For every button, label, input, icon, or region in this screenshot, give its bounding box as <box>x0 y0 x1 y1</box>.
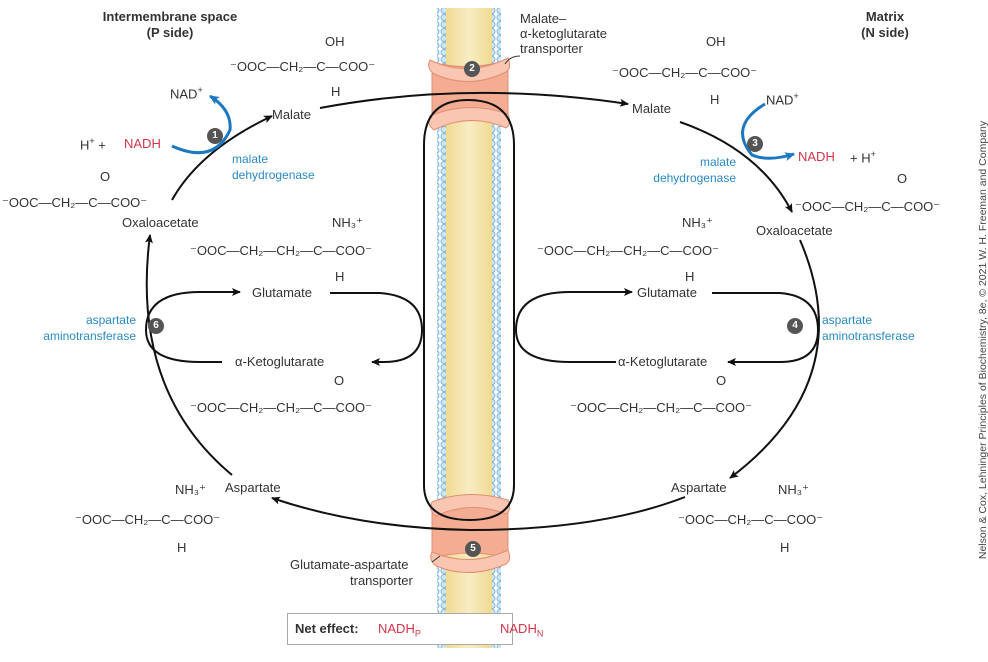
malate-left-oh: OH <box>325 34 345 49</box>
p-side-subtitle: (P side) <box>146 25 194 40</box>
net-effect-to: NADHN <box>500 621 544 639</box>
glutamate-aspartate-transporter <box>430 493 511 574</box>
oxaloacetate-right: Oxaloacetate <box>756 223 833 238</box>
arrow-akg-right-from-transport <box>515 329 616 363</box>
glutamate-left: Glutamate <box>252 285 312 300</box>
enzyme-6-line2: aminotransferase <box>43 329 136 343</box>
transporter-2-label-line3: transporter <box>520 41 583 56</box>
intermembrane-space-title: Intermembrane space <box>102 9 238 24</box>
h-plus-right: + H+ <box>850 149 876 166</box>
copyright-notice: Nelson & Cox, Lehninger Principles of Bi… <box>977 120 988 560</box>
arrow-to-akg-left-return <box>145 329 222 363</box>
step-badge-2: 2 <box>464 61 480 77</box>
malate-right-formula: ⁻OOC—CH₂—C—COO⁻ <box>612 65 758 80</box>
oaa-right-o: O <box>897 171 908 186</box>
arrow-oaa-to-malate-left <box>171 115 273 201</box>
aspartate-right-formula: ⁻OOC—CH₂—C—COO⁻ <box>678 512 824 527</box>
arrow-asp-to-oaa-left <box>145 234 233 476</box>
nadh-reduction-arrow-right <box>741 102 795 161</box>
step-badge-6: 6 <box>148 318 164 334</box>
glutamate-right-h: H <box>685 269 695 284</box>
aspartate-right-nh3: NH₃⁺ <box>778 482 809 497</box>
aspartate-left-formula: ⁻OOC—CH₂—C—COO⁻ <box>75 512 221 527</box>
akg-right: α-Ketoglutarate <box>618 354 708 369</box>
transporter-2-label-line1: Malate– <box>520 11 567 26</box>
transporter-2-label-line2: α-ketoglutarate <box>520 26 608 41</box>
transporter-5-label-line1: Glutamate-aspartate <box>290 557 409 572</box>
step-badge-3: 3 <box>747 136 763 152</box>
arrow-malate-across <box>319 91 629 109</box>
transporter-5-label-line2: transporter <box>350 573 413 588</box>
arrow-glu-to-akg-right <box>712 292 820 366</box>
oxaloacetate-left: Oxaloacetate <box>122 215 199 230</box>
akg-right-o: O <box>716 373 727 388</box>
arrow-asp-across <box>271 496 686 532</box>
arrow-to-glutamate-left <box>145 288 241 331</box>
aspartate-right: Aspartate <box>671 480 727 495</box>
glutamate-right: Glutamate <box>637 285 697 300</box>
matrix-title: Matrix <box>865 9 905 24</box>
step-badge-5: 5 <box>465 541 481 557</box>
malate-left-h: H <box>331 84 341 99</box>
nad-plus-left: NAD+ <box>170 85 203 102</box>
glutamate-left-h: H <box>335 269 345 284</box>
glutamate-right-nh3: NH₃⁺ <box>682 215 713 230</box>
akg-right-formula: ⁻OOC—CH₂—CH₂—C—COO⁻ <box>570 400 752 415</box>
arrow-to-glutamate-right <box>515 288 633 331</box>
arrow-malate-to-oaa-right <box>679 121 793 213</box>
oaa-right-formula: ⁻OOC—CH₂—C—COO⁻ <box>795 199 941 214</box>
malate-right-h: H <box>710 92 720 107</box>
nadh-oxidation-arrow-left <box>171 94 232 155</box>
enzyme-4-line1: aspartate <box>822 313 873 327</box>
net-effect-box <box>287 613 513 645</box>
h-plus-left: H+ + <box>80 136 106 153</box>
glutamate-right-formula: ⁻OOC—CH₂—CH₂—C—COO⁻ <box>537 243 719 258</box>
malate-left: Malate <box>272 107 312 122</box>
malate-right-oh: OH <box>706 34 726 49</box>
enzyme-1-line1: malate <box>232 152 269 166</box>
malate-left-formula: ⁻OOC—CH₂—C—COO⁻ <box>230 59 376 74</box>
aspartate-right-h: H <box>780 540 790 555</box>
enzyme-3-line1: malate <box>699 155 736 169</box>
oaa-left-formula: ⁻OOC—CH₂—C—COO⁻ <box>2 195 148 210</box>
akg-left-formula: ⁻OOC—CH₂—CH₂—C—COO⁻ <box>190 400 372 415</box>
transport-loop <box>423 98 515 522</box>
akg-left-o: O <box>334 373 345 388</box>
enzyme-6-line1: aspartate <box>85 313 136 327</box>
aspartate-left-h: H <box>177 540 187 555</box>
enzyme-1-line2: dehydrogenase <box>232 168 315 182</box>
aspartate-left: Aspartate <box>225 480 281 495</box>
malate-right: Malate <box>632 101 672 116</box>
aspartate-left-nh3: NH₃⁺ <box>175 482 206 497</box>
nad-plus-right: NAD+ <box>766 91 799 108</box>
net-effect-label: Net effect: <box>295 621 359 636</box>
akg-left: α-Ketoglutarate <box>235 354 325 369</box>
enzyme-4-line2: aminotransferase <box>822 329 915 343</box>
nadh-right: NADH <box>798 149 835 164</box>
net-effect-from: NADHP <box>378 621 421 639</box>
oaa-left-o: O <box>100 169 111 184</box>
nadh-left: NADH <box>124 136 161 151</box>
glutamate-left-nh3: NH₃⁺ <box>332 215 363 230</box>
n-side-subtitle: (N side) <box>861 25 909 40</box>
glutamate-left-formula: ⁻OOC—CH₂—CH₂—C—COO⁻ <box>190 243 372 258</box>
arrow-glu-to-transport-left <box>330 292 424 366</box>
enzyme-3-line2: dehydrogenase <box>653 171 736 185</box>
step-badge-4: 4 <box>787 318 803 334</box>
arrow-oaa-to-asp-right <box>729 239 820 479</box>
step-badge-1: 1 <box>207 128 223 144</box>
